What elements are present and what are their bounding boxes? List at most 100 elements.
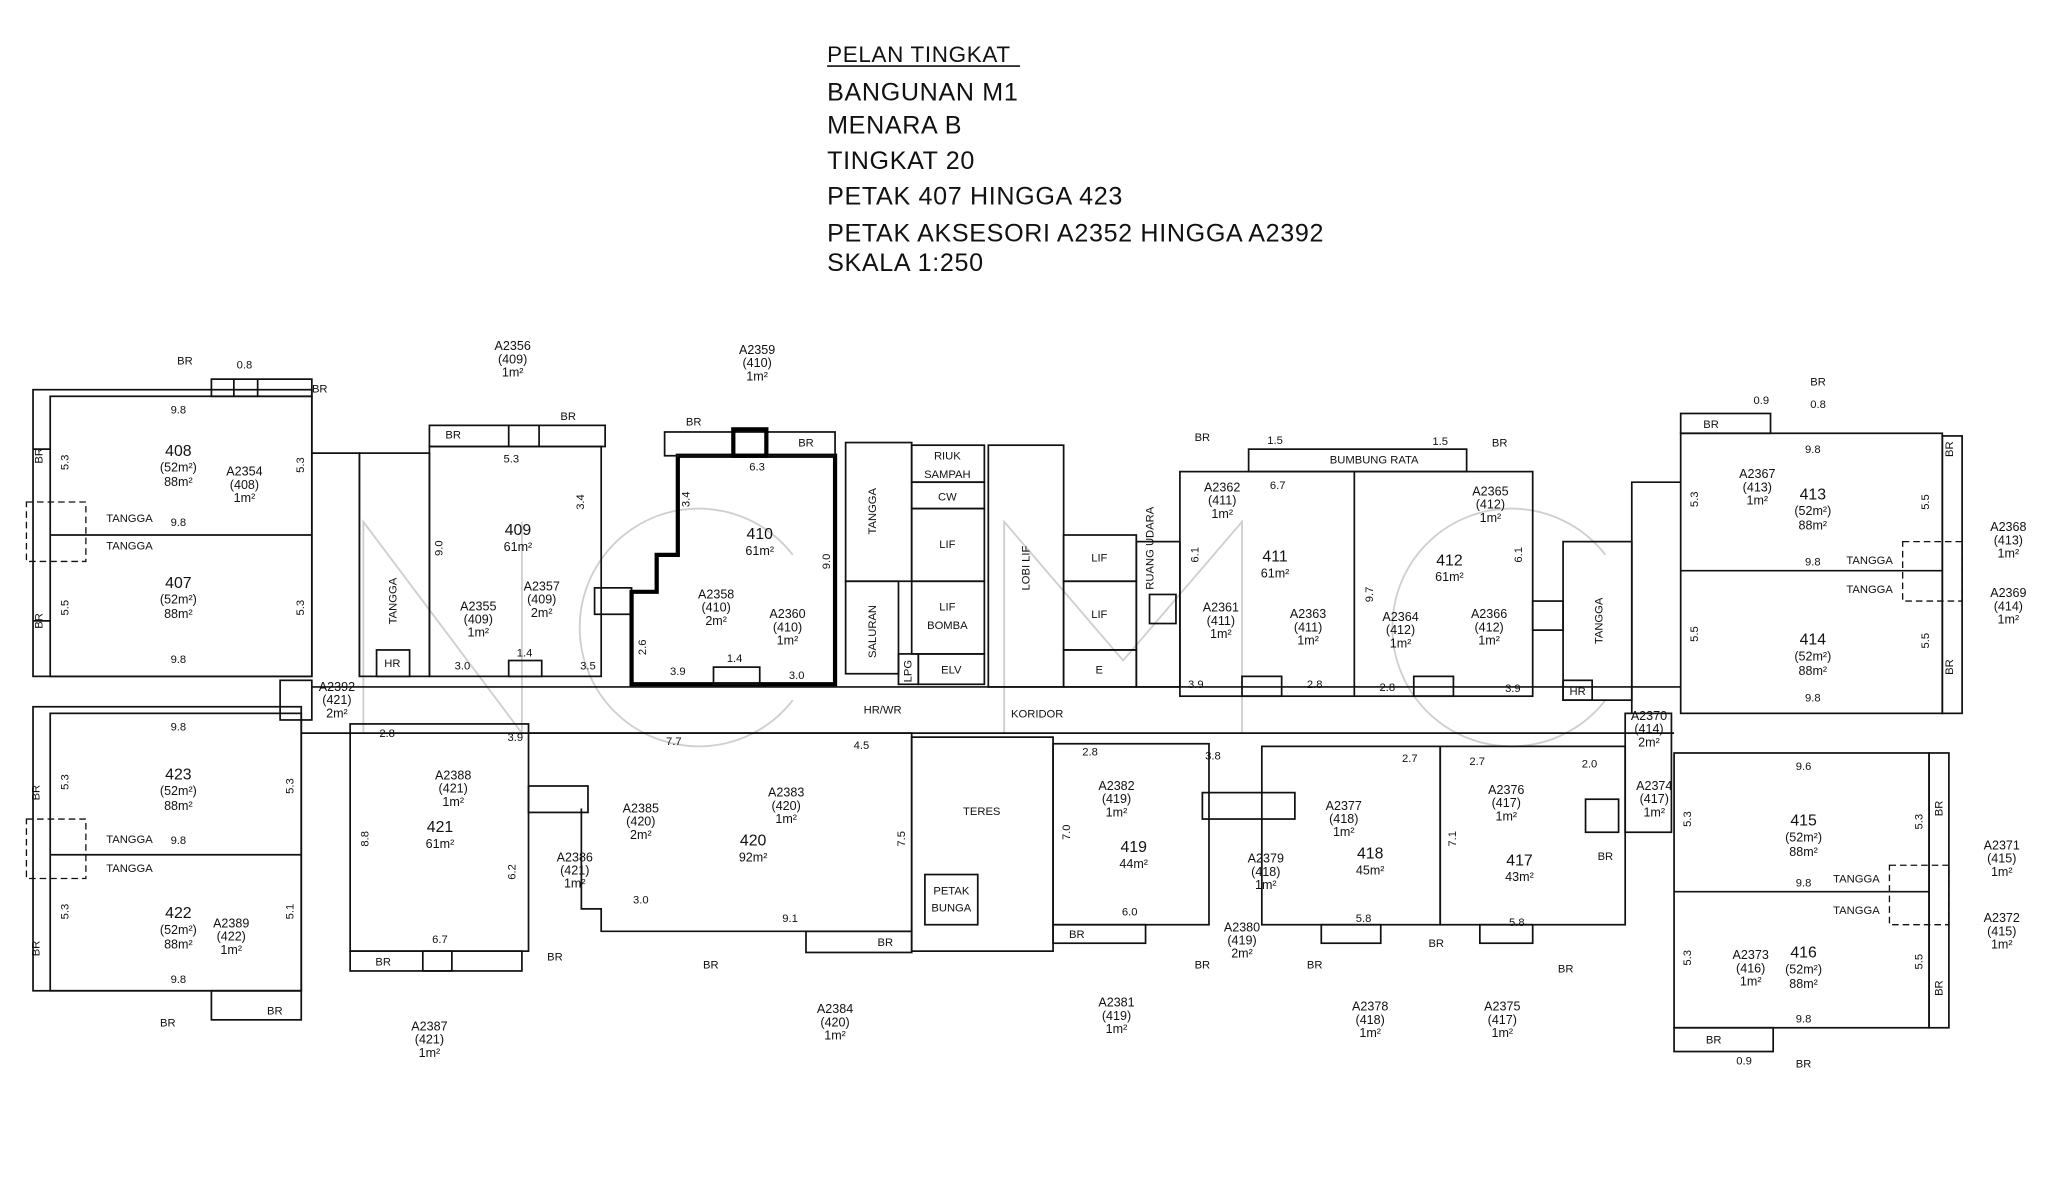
room-label: LIF bbox=[1091, 552, 1107, 564]
accessory-parcel-area: 1m² bbox=[1211, 507, 1233, 521]
unit-share-area: (52m²) bbox=[160, 923, 197, 937]
accessory-parcel-id: A2365 bbox=[1472, 484, 1508, 498]
accessory-parcel-id: A2357 bbox=[524, 580, 560, 594]
accessory-parcel-area: 1m² bbox=[1480, 511, 1502, 525]
accessory-parcel-area: 2m² bbox=[326, 706, 348, 720]
accessory-parcel-id: A2369 bbox=[1990, 586, 2026, 600]
room-label: BUMBUNG RATA bbox=[1330, 455, 1419, 467]
dimension-label: 7.1 bbox=[1447, 831, 1459, 847]
accessory-parcel-area: 2m² bbox=[531, 606, 553, 620]
dimension-label: 9.0 bbox=[821, 554, 833, 570]
accessory-parcel-id: A2383 bbox=[768, 786, 804, 800]
unit-number: 411 bbox=[1262, 548, 1287, 565]
accessory-parcel-parent: (419) bbox=[1102, 1009, 1131, 1023]
accessory-parcel-parent: (411) bbox=[1208, 494, 1236, 508]
unit-area: 45m² bbox=[1356, 864, 1385, 878]
balcony-br-label: BR bbox=[1944, 441, 1956, 457]
dimension-label: 5.5 bbox=[60, 600, 72, 616]
unit-number: 407 bbox=[165, 575, 192, 592]
unit-number: 410 bbox=[747, 526, 774, 543]
accessory-parcel-area: 1m² bbox=[1106, 805, 1128, 819]
accessory-parcel-parent: (411) bbox=[1294, 620, 1322, 634]
accessory-parcel-area: 1m² bbox=[1106, 1022, 1128, 1036]
accessory-parcel-id: A2362 bbox=[1204, 480, 1240, 494]
unit-number: 413 bbox=[1800, 486, 1827, 503]
room-label: ELV bbox=[941, 665, 962, 677]
accessory-parcel-id: A2360 bbox=[769, 607, 805, 621]
accessory-parcel-area: 1m² bbox=[1643, 805, 1665, 819]
unit-area: 88m² bbox=[164, 937, 193, 951]
accessory-parcel-id: A2366 bbox=[1471, 607, 1507, 621]
accessory-parcel-id: A2378 bbox=[1352, 1000, 1388, 1014]
unit-number: 416 bbox=[1790, 945, 1817, 962]
accessory-parcel-area: 1m² bbox=[1495, 809, 1517, 823]
room-label: PETAK bbox=[933, 885, 969, 897]
accessory-parcel-area: 1m² bbox=[1998, 613, 2020, 627]
unit-area: 88m² bbox=[1789, 977, 1818, 991]
dimension-label: 4.5 bbox=[854, 740, 870, 752]
unit-area: 61m² bbox=[745, 544, 774, 558]
room-label: SALURAN bbox=[867, 605, 879, 658]
balcony-br-label: BR bbox=[798, 438, 814, 450]
dimension-label: 5.5 bbox=[1920, 633, 1932, 649]
dimension-label: 2.8 bbox=[1307, 679, 1323, 691]
accessory-parcel-area: 1m² bbox=[1390, 636, 1412, 650]
accessory-parcel-parent: (415) bbox=[1987, 852, 2016, 866]
unit-number: 422 bbox=[165, 905, 192, 922]
dimension-label: 3.9 bbox=[1505, 683, 1521, 695]
balcony-br-label: BR bbox=[1428, 938, 1444, 950]
accessory-parcel-parent: (413) bbox=[1743, 480, 1772, 494]
dimension-label: 5.1 bbox=[284, 904, 296, 920]
room-label: TANGGA bbox=[1833, 905, 1880, 917]
dimension-label: 3.0 bbox=[789, 670, 805, 682]
balcony-br-label: BR bbox=[1944, 659, 1956, 675]
accessory-parcel-area: 1m² bbox=[1991, 937, 2013, 951]
dimension-label: 7.0 bbox=[1061, 824, 1073, 840]
watermark-logo bbox=[362, 507, 1607, 748]
balcony-br-label: BR bbox=[177, 356, 193, 368]
dimension-label: 2.8 bbox=[1082, 747, 1098, 759]
accessory-parcel-parent: (417) bbox=[1492, 796, 1521, 810]
accessory-parcel-area: 1m² bbox=[564, 877, 586, 891]
dimension-label: 3.9 bbox=[1188, 679, 1204, 691]
accessory-parcel-parent: (410) bbox=[742, 356, 771, 370]
unit-share-area: (52m²) bbox=[1785, 963, 1822, 977]
dimension-label: 3.4 bbox=[575, 494, 587, 510]
accessory-parcel-area: 1m² bbox=[419, 1046, 441, 1060]
accessory-parcel-parent: (420) bbox=[626, 815, 655, 829]
balcony-br-label: BR bbox=[1598, 851, 1614, 863]
accessory-parcel-parent: (417) bbox=[1640, 792, 1669, 806]
room-label: BOMBA bbox=[927, 620, 968, 632]
balcony-br-label: BR bbox=[375, 957, 391, 969]
dimension-label: 1.4 bbox=[727, 653, 743, 665]
accessory-parcel-id: A2381 bbox=[1098, 996, 1134, 1010]
dimension-label: 5.3 bbox=[295, 600, 307, 616]
dimension-label: 9.0 bbox=[434, 540, 446, 556]
unit-area: 43m² bbox=[1505, 870, 1534, 884]
room-label: HR bbox=[1570, 686, 1586, 698]
balcony-br-label: BR bbox=[560, 411, 576, 423]
dimension-label: 8.8 bbox=[360, 831, 372, 847]
dimension-label: 5.3 bbox=[504, 453, 520, 465]
accessory-parcel-parent: (410) bbox=[773, 620, 802, 634]
accessory-parcel-id: A2389 bbox=[213, 916, 249, 930]
accessory-parcel-area: 1m² bbox=[1991, 865, 2013, 879]
accessory-parcel-parent: (417) bbox=[1488, 1013, 1517, 1027]
dimension-label: 6.7 bbox=[432, 934, 448, 946]
accessory-parcel-area: 2m² bbox=[1231, 947, 1253, 961]
unit-area: 88m² bbox=[1799, 664, 1828, 678]
dimension-label: 3.9 bbox=[670, 666, 686, 678]
room-label: TANGGA bbox=[1833, 873, 1880, 885]
balcony-br-label: BR bbox=[1810, 377, 1826, 389]
unit-area: 61m² bbox=[426, 837, 455, 851]
dimension-label: 9.8 bbox=[171, 722, 187, 734]
accessory-parcel-parent: (414) bbox=[1994, 599, 2023, 613]
room-labels: TANGGAHRTANGGASALURANRIUKSAMPAHCWLIFLIFB… bbox=[31, 356, 1956, 1071]
balcony-br-label: BR bbox=[31, 941, 43, 957]
room-label: TANGGA bbox=[106, 863, 153, 875]
dimension-label: 2.8 bbox=[1380, 682, 1396, 694]
unit-share-area: (52m²) bbox=[1794, 650, 1831, 664]
room-label: LIF bbox=[939, 601, 955, 613]
unit-number: 423 bbox=[165, 766, 192, 783]
